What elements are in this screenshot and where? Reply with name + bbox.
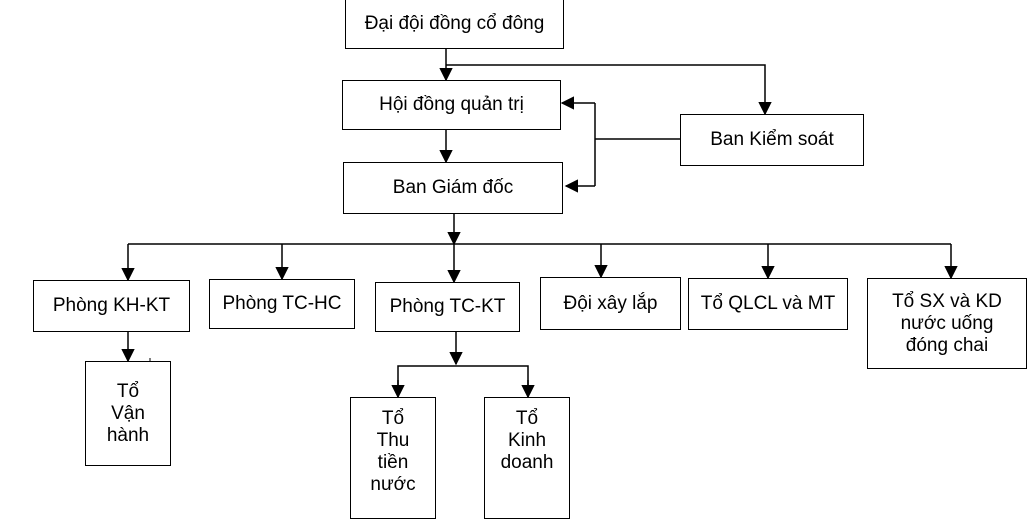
node-operations: Tổ Vận hành [85, 361, 171, 466]
node-quality-label: Tổ QLCL và MT [700, 293, 836, 314]
node-admin-label: Phòng TC-HC [222, 293, 342, 314]
node-admin: Phòng TC-HC [209, 279, 355, 329]
node-directors: Ban Giám đốc [343, 162, 563, 214]
node-finance: Phòng TC-KT [375, 282, 520, 332]
node-water-fee-label: Tổ Thu tiền nước [370, 408, 416, 495]
node-finance-label: Phòng TC-KT [389, 296, 506, 317]
node-bottled-water-label: Tổ SX và KD nước uống đóng chai [892, 290, 1002, 356]
node-supervisory: Ban Kiểm soát [680, 114, 864, 166]
node-board-label: Hội đồng quản trị [379, 94, 524, 115]
node-quality: Tổ QLCL và MT [688, 278, 848, 330]
node-business-label: Tổ Kinh doanh [500, 408, 554, 473]
node-construction-label: Đội xây lắp [563, 292, 658, 314]
node-supervisory-label: Ban Kiểm soát [710, 129, 834, 150]
node-water-fee: Tổ Thu tiền nước [350, 397, 436, 519]
node-plan-tech-label: Phòng KH-KT [52, 295, 171, 316]
node-shareholders-label: Đại đội đồng cổ đông [364, 12, 545, 34]
node-shareholders: Đại đội đồng cổ đông [345, 0, 564, 49]
connector-shareholders-supervisory [446, 64, 772, 116]
node-plan-tech: Phòng KH-KT [33, 280, 190, 332]
node-operations-label: Tổ Vận hành [106, 380, 150, 446]
node-directors-label: Ban Giám đốc [392, 177, 514, 198]
connector-finance-subbus [397, 365, 529, 397]
node-board: Hội đồng quản trị [342, 80, 561, 130]
node-construction: Đội xây lắp [540, 277, 681, 330]
node-bottled-water: Tổ SX và KD nước uống đóng chai [867, 278, 1027, 369]
node-business: Tổ Kinh doanh [484, 397, 570, 519]
